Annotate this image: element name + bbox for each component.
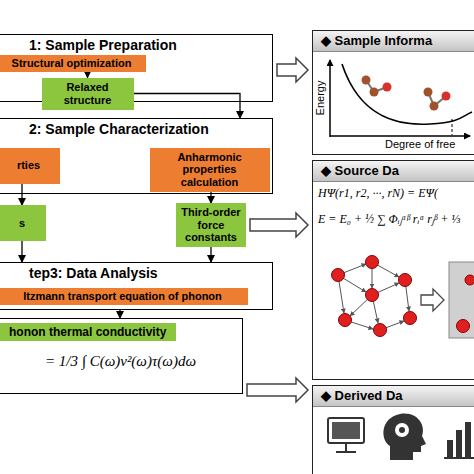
node-text: 1: Sample Preparation: [29, 37, 177, 53]
result-box: Third-order force constants: [176, 203, 246, 247]
step-box: tep3: Data Analysis ltzmann transport equ…: [0, 262, 273, 310]
process-box: rties: [0, 148, 60, 184]
node-text: ◆ Derived Da: [313, 386, 474, 407]
node-text: ◆ Sample Informa: [313, 31, 474, 52]
bar-chart-icon: [444, 422, 474, 458]
node-text: Anharmonic properties calculation: [154, 151, 266, 189]
step-box: 2: Sample Characterization rties Anharmoni…: [0, 118, 273, 194]
hollow-arrow: [247, 378, 308, 402]
computer-icon: [328, 418, 364, 452]
head-gear-icon: [383, 414, 426, 460]
hollow-arrow: [421, 289, 444, 311]
hollow-arrow: [250, 213, 308, 237]
node-text: Structural optimization: [12, 57, 132, 70]
flow-arrow: [21, 241, 22, 262]
info-panel: ◆ Sample Informa: [312, 30, 474, 155]
atom-network: [338, 262, 409, 330]
result-box: Relaxed structure: [42, 78, 134, 110]
flow-arrow: [134, 94, 241, 119]
process-box: Anharmonic properties calculation: [150, 148, 270, 192]
process-box: ltzmann transport equation of phonon: [0, 288, 248, 305]
node-text: ltzmann transport equation of phonon: [23, 290, 222, 303]
flow-arrow: [21, 184, 22, 206]
equation-label: E = E₀ + ½ ∑ Φᵢⱼᵅᵝ rᵢᵅ rⱼᵝ + ⅓: [318, 210, 460, 227]
step-box: 1: Sample PreparationStructural optimiza…: [0, 34, 273, 102]
node-text: 2: Sample Characterization: [29, 121, 209, 137]
network-panel: [449, 262, 474, 338]
node-text: tep3: Data Analysis: [29, 265, 158, 281]
axis-label: Degree of free: [385, 138, 455, 150]
result-box: s: [0, 205, 46, 241]
node-text: honon thermal conductivity: [0, 323, 176, 341]
equation-label: HΨ(r1, r2, ···, rN) = EΨ(: [318, 186, 438, 201]
molecule: [362, 76, 392, 97]
connectors: [22, 58, 308, 402]
energy-plot: [330, 60, 472, 137]
node-text: s: [19, 217, 25, 230]
node-text: ◆ Source Da: [313, 161, 474, 182]
molecule: [424, 88, 451, 111]
axis-label: Energy: [314, 81, 326, 116]
hollow-arrow: [277, 58, 308, 82]
info-panel: ◆ Derived Da: [312, 385, 474, 474]
node-text: rties: [17, 159, 40, 172]
flow-arrow: [119, 310, 120, 318]
process-box: Structural optimization: [0, 55, 146, 72]
output-box: honon thermal conductivity = 1/3 ∫ C(ω)ν²…: [0, 318, 243, 394]
formula-text: = 1/3 ∫ C(ω)ν²(ω)τ(ω)dω: [0, 353, 242, 370]
node-text: Third-order force constants: [180, 206, 242, 244]
flow-arrow: [210, 247, 211, 262]
node-text: Relaxed structure: [46, 81, 130, 106]
atom-dots: [332, 256, 417, 337]
